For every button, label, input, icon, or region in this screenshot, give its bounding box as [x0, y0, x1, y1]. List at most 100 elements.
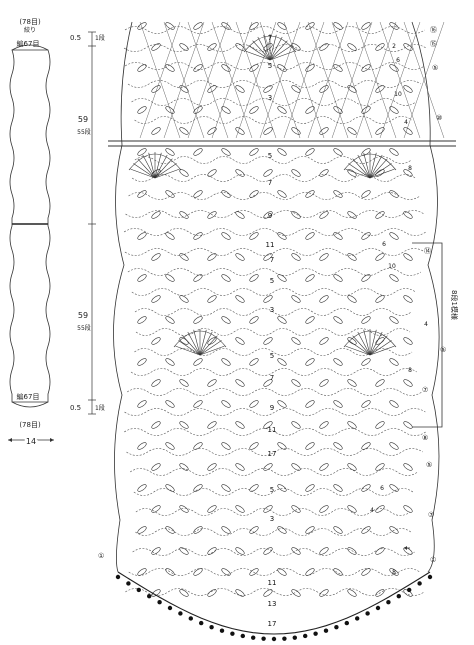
stitch-cluster [389, 526, 399, 534]
stitch-cluster [403, 211, 413, 219]
stitch-cluster [263, 421, 273, 429]
fan-arc [243, 35, 297, 53]
stitch-cluster [361, 22, 371, 30]
pineapple-fans [128, 34, 397, 356]
picot-bead [167, 605, 173, 611]
stitch-cluster [179, 421, 189, 429]
stitch-cluster [207, 295, 217, 303]
stitch-cluster [207, 547, 217, 555]
fan-stitch [369, 163, 392, 179]
stitch-cluster [333, 526, 343, 534]
fan-stitch [357, 154, 371, 179]
stitch-cluster [179, 463, 189, 471]
stitch-cluster [249, 232, 259, 240]
stitch-cluster [305, 400, 315, 408]
side-number: 6 [396, 57, 400, 64]
diagonal-chain [331, 21, 373, 139]
stitch-cluster [277, 568, 287, 576]
stitch-cluster [207, 85, 217, 93]
stitch-cluster [137, 358, 147, 366]
stitch-cluster [305, 568, 315, 576]
stitch-cluster [361, 232, 371, 240]
chain-row [135, 528, 411, 536]
picot-bead [344, 620, 349, 626]
stitch-cluster [319, 547, 329, 555]
fan-stitch [369, 345, 395, 356]
stitch-cluster [277, 484, 287, 492]
diagonal-chain [307, 21, 349, 139]
picot-bead [282, 636, 287, 641]
fan-stitch [345, 168, 371, 179]
stitch-cluster [263, 337, 273, 345]
fan-stitch [193, 329, 201, 356]
chain-row [131, 98, 417, 106]
fan-stitch [269, 40, 288, 61]
stitch-cluster [361, 148, 371, 156]
chart-left-edge [113, 21, 133, 573]
stitch-cluster [319, 505, 329, 513]
diagonal-chain [211, 21, 253, 139]
picot-bead [147, 593, 152, 599]
stitch-cluster [403, 379, 413, 387]
chart-right-edge [411, 21, 440, 573]
row-marker: ⑤ [426, 461, 432, 469]
dim-upper-rows: 55段 [77, 128, 91, 136]
row-marker: ① [430, 556, 436, 564]
stitch-cluster [249, 64, 259, 72]
fan-stitch [345, 345, 371, 356]
center-number: 5 [270, 486, 274, 494]
fan-stitch [154, 163, 177, 179]
stitch-cluster [277, 148, 287, 156]
stitch-cluster [179, 127, 189, 135]
fan-stitch [199, 345, 225, 356]
stitch-cluster [249, 568, 259, 576]
stitch-cluster [221, 358, 231, 366]
stitch-cluster [165, 274, 175, 282]
stitch-cluster [137, 442, 147, 450]
center-number: 7 [270, 256, 274, 264]
stitch-cluster [375, 463, 385, 471]
center-number: 11 [268, 426, 277, 434]
stitch-cluster [347, 547, 357, 555]
stitch-cluster [137, 274, 147, 282]
stitch-cluster [221, 148, 231, 156]
center-number: 17 [268, 620, 277, 628]
stitch-cluster [165, 484, 175, 492]
stitch-cluster [221, 484, 231, 492]
stitch-cluster [193, 358, 203, 366]
stitch-cluster [235, 421, 245, 429]
stitch-cluster [263, 85, 273, 93]
stitch-cluster [263, 505, 273, 513]
stitch-cluster [193, 316, 203, 324]
stitch-cluster [291, 253, 301, 261]
stitch-cluster [179, 43, 189, 51]
stitch-cluster [137, 316, 147, 324]
fan-arc [128, 153, 182, 171]
stitch-cluster [375, 379, 385, 387]
picot-bead [261, 636, 266, 641]
stitch-cluster [165, 358, 175, 366]
stitch-cluster [305, 442, 315, 450]
stitch-cluster [375, 505, 385, 513]
side-number: 8 [392, 569, 396, 576]
stitch-cluster [193, 568, 203, 576]
stitch-cluster [319, 295, 329, 303]
stitch-cluster [403, 463, 413, 471]
stitch-cluster [263, 547, 273, 555]
stitch-cluster [235, 505, 245, 513]
stitch-cluster [207, 169, 217, 177]
diagonal-chain [259, 21, 301, 139]
stitch-cluster [333, 106, 343, 114]
gathered-top [11, 44, 49, 51]
picot-bead [178, 611, 183, 616]
fan-stitch [257, 36, 271, 61]
stitch-cluster [151, 379, 161, 387]
stitch-cluster [375, 43, 385, 51]
stitch-cluster [249, 190, 259, 198]
top-rows-sub: 絞り [24, 26, 36, 34]
center-number: 5 [270, 277, 274, 285]
stitch-cluster [277, 526, 287, 534]
picot-edging [115, 571, 433, 642]
chain-row [126, 448, 423, 456]
fan-stitch [369, 158, 388, 179]
